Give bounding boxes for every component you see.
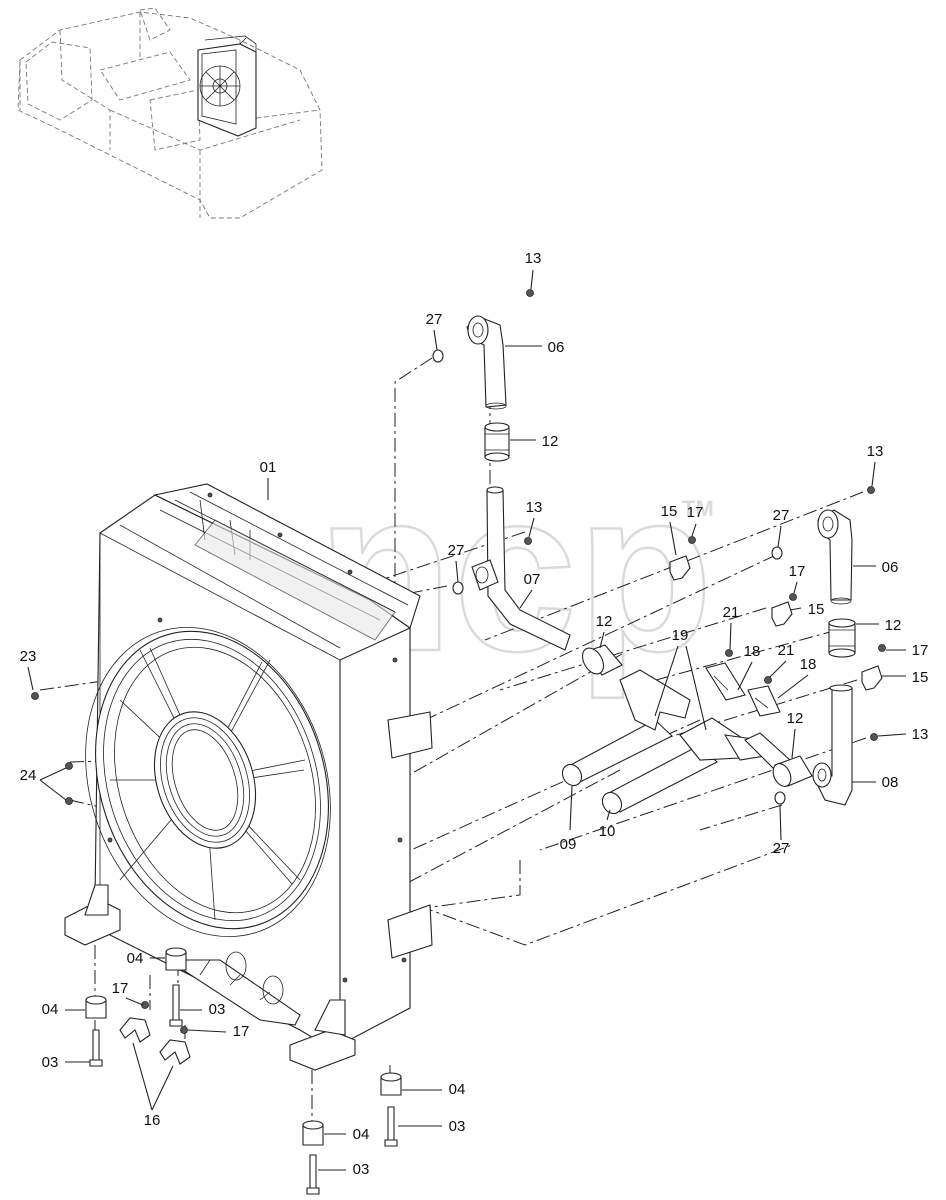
callout-19: 19 (672, 627, 689, 644)
callout-15: 15 (912, 669, 929, 686)
hose-12-upper (484, 422, 510, 462)
callout-15: 15 (808, 601, 825, 618)
callout-27: 27 (773, 840, 790, 857)
callout-27: 27 (448, 542, 465, 559)
callout-21: 21 (778, 642, 795, 659)
callout-12: 12 (542, 433, 559, 450)
callout-04: 04 (353, 1126, 370, 1143)
callout-04: 04 (449, 1081, 466, 1098)
callout-03: 03 (209, 1001, 226, 1018)
callout-01: 01 (260, 459, 277, 476)
pipes-09-10 (561, 669, 791, 815)
callout-13: 13 (867, 443, 884, 460)
pipe-08 (812, 684, 853, 806)
pipe-06-right (817, 509, 853, 605)
callout-15: 15 (661, 503, 678, 520)
pipe-06-upper (466, 315, 507, 410)
callout-18: 18 (744, 643, 761, 660)
callout-17: 17 (912, 642, 929, 659)
callout-13: 13 (525, 250, 542, 267)
o-rings-27 (432, 349, 786, 805)
callout-23: 23 (20, 648, 37, 665)
callout-13: 13 (912, 726, 929, 743)
callout-08: 08 (882, 774, 899, 791)
callout-17: 17 (687, 504, 704, 521)
callout-03: 03 (353, 1161, 370, 1178)
mounts-04-bolts-03 (85, 947, 402, 1195)
callout-27: 27 (426, 311, 443, 328)
small-bolts (31, 289, 886, 1034)
hose-12-lower (772, 755, 813, 787)
callout-06: 06 (882, 559, 899, 576)
clamps-15 (669, 555, 883, 691)
callout-17: 17 (233, 1023, 250, 1040)
callout-12: 12 (885, 617, 902, 634)
clamps-16 (119, 1017, 191, 1065)
fan-guard (110, 647, 306, 921)
callout-27: 27 (773, 507, 790, 524)
callout-labels: 13 27 06 12 13 01 17 15 13 27 27 06 07 17 15 12 12 19 21 18… (20, 250, 929, 1178)
callout-16: 16 (144, 1112, 161, 1129)
callout-17: 17 (112, 980, 129, 997)
callout-12: 12 (596, 613, 613, 630)
callout-07: 07 (524, 571, 541, 588)
leader-lines (27, 269, 907, 1171)
brackets-18 (705, 662, 781, 717)
radiator-assembly (64, 483, 433, 1071)
callout-12: 12 (787, 710, 804, 727)
callout-17: 17 (789, 563, 806, 580)
callout-06: 06 (548, 339, 565, 356)
locator-thumbnail (17, 7, 323, 219)
callout-18: 18 (800, 656, 817, 673)
callout-13: 13 (526, 499, 543, 516)
callout-04: 04 (127, 950, 144, 967)
callout-03: 03 (42, 1054, 59, 1071)
callout-24: 24 (20, 767, 37, 784)
pipe-07 (471, 486, 571, 651)
hose-12-middle (581, 644, 623, 676)
callout-09: 09 (560, 836, 577, 853)
callout-21: 21 (723, 604, 740, 621)
thumbnail-radiator-highlight (197, 35, 257, 137)
hose-12-right (828, 618, 856, 658)
callout-10: 10 (599, 823, 616, 840)
callout-04: 04 (42, 1001, 59, 1018)
watermark-tm: TM (682, 496, 714, 521)
callout-03: 03 (449, 1118, 466, 1135)
